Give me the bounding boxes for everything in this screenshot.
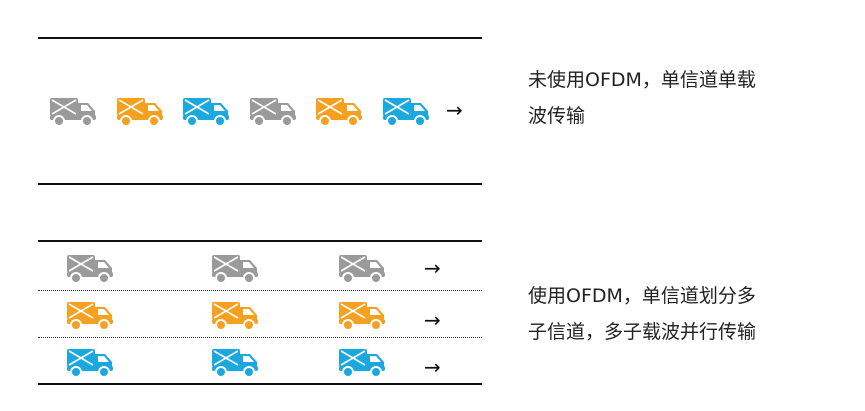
delivery-truck-icon bbox=[337, 344, 389, 378]
delivery-truck-icon bbox=[337, 297, 389, 331]
caption-line: 使用OFDM，单信道划分多 bbox=[528, 285, 756, 307]
direction-arrow: → bbox=[424, 308, 441, 332]
subchannel-divider bbox=[38, 337, 482, 338]
road-top-border bbox=[38, 240, 482, 242]
delivery-truck-icon bbox=[381, 93, 433, 127]
direction-arrow: → bbox=[424, 256, 441, 280]
delivery-truck-icon bbox=[314, 93, 366, 127]
delivery-truck-icon bbox=[337, 250, 389, 284]
single-channel-caption: 未使用OFDM，单信道单载 波传输 bbox=[528, 62, 828, 134]
delivery-truck-icon bbox=[65, 344, 117, 378]
ofdm-caption: 使用OFDM，单信道划分多 子信道，多子载波并行传输 bbox=[528, 278, 828, 350]
subchannel-divider bbox=[38, 290, 482, 291]
road-bottom-border bbox=[38, 383, 482, 385]
direction-arrow: → bbox=[424, 355, 441, 379]
delivery-truck-icon bbox=[248, 93, 300, 127]
delivery-truck-icon bbox=[48, 93, 100, 127]
delivery-truck-icon bbox=[115, 93, 167, 127]
caption-line: 波传输 bbox=[528, 105, 586, 127]
delivery-truck-icon bbox=[210, 297, 262, 331]
delivery-truck-icon bbox=[65, 297, 117, 331]
road-top-border bbox=[38, 37, 482, 39]
caption-line: 子信道，多子载波并行传输 bbox=[528, 321, 757, 343]
delivery-truck-icon bbox=[65, 250, 117, 284]
delivery-truck-icon bbox=[210, 344, 262, 378]
delivery-truck-icon bbox=[210, 250, 262, 284]
delivery-truck-icon bbox=[181, 93, 233, 127]
caption-line: 未使用OFDM，单信道单载 bbox=[528, 69, 756, 91]
direction-arrow: → bbox=[446, 98, 463, 122]
road-bottom-border bbox=[38, 183, 482, 185]
